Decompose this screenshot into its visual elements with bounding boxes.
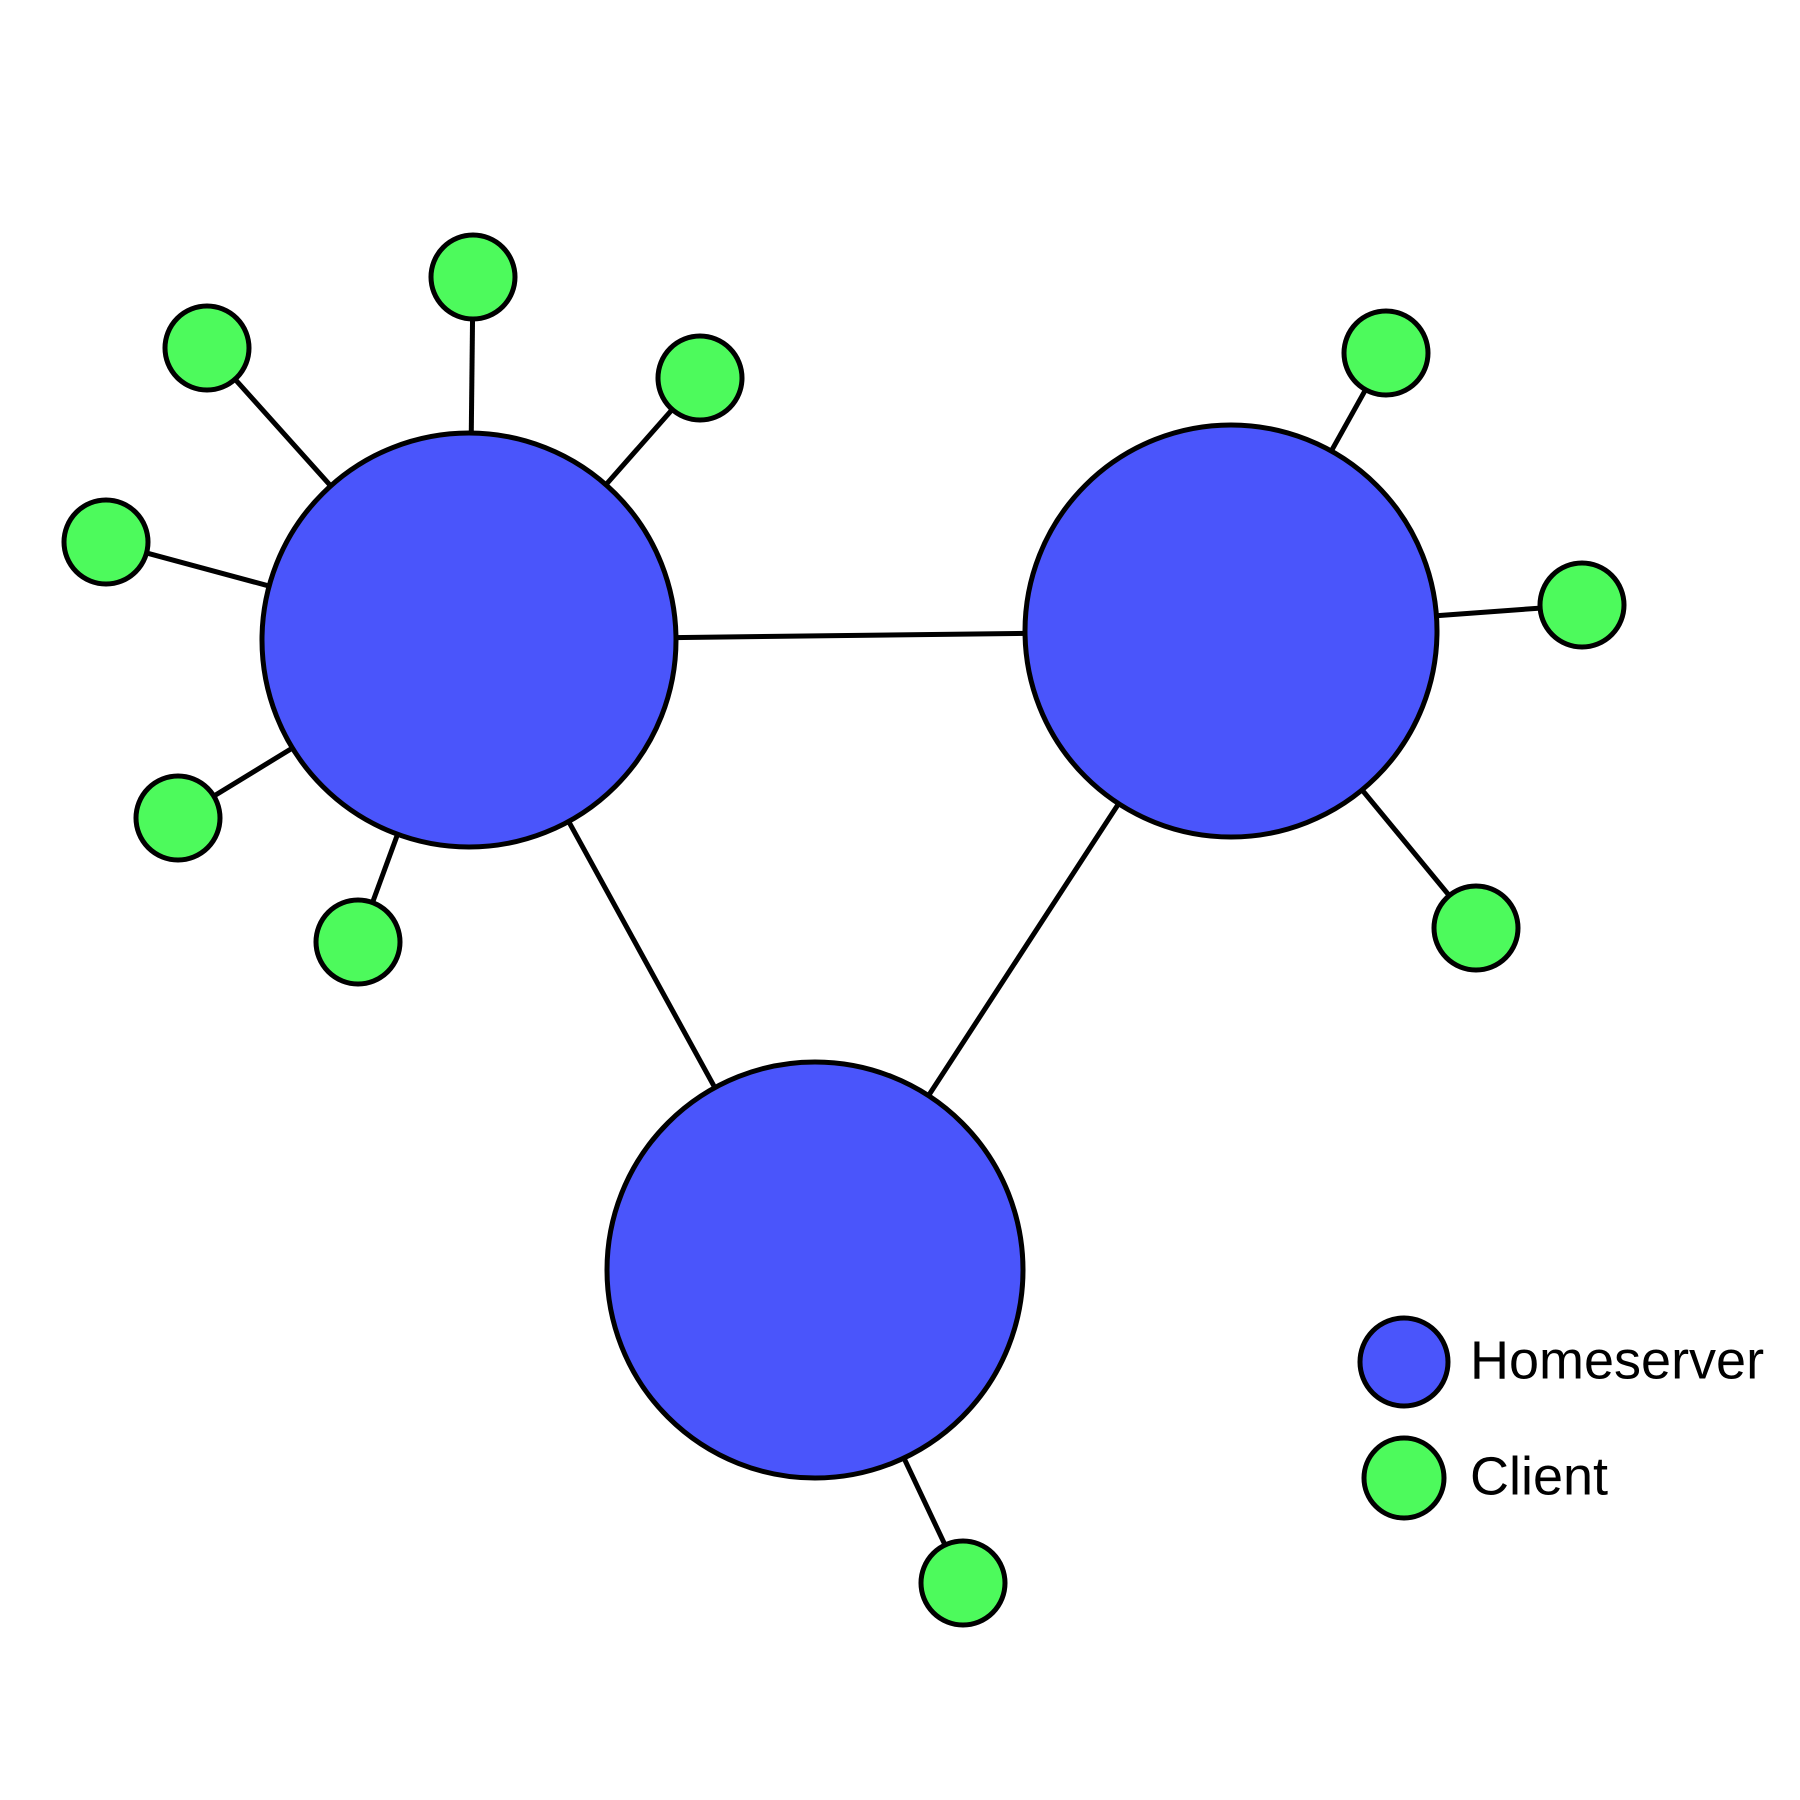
- edge-hs1-c6: [369, 831, 401, 906]
- node-client-c2[interactable]: [162, 303, 252, 393]
- node-client-c8[interactable]: [1537, 560, 1627, 650]
- edge-hs2-c9: [1358, 786, 1453, 899]
- node-client-c6[interactable]: [313, 897, 403, 987]
- node-client-c7[interactable]: [1341, 308, 1431, 398]
- edge-hs2-c8: [1434, 605, 1543, 619]
- edge-hs2-c7: [1328, 386, 1369, 455]
- legend-label-client: Client: [1470, 1446, 1608, 1506]
- node-client-c10[interactable]: [918, 1538, 1008, 1628]
- node-homeserver-hs1[interactable]: [259, 430, 679, 850]
- node-client-c4[interactable]: [61, 497, 151, 587]
- edge-hs1-hs2: [673, 630, 1028, 641]
- legend-item-homeserver: Homeserver: [1357, 1315, 1764, 1409]
- legend-label-homeserver: Homeserver: [1470, 1330, 1764, 1390]
- edge-hs1-c4: [143, 550, 272, 589]
- node-client-c1[interactable]: [428, 232, 518, 322]
- edges-layer: [143, 316, 1543, 1548]
- edge-hs1-c1: [468, 316, 476, 436]
- edge-hs1-c2: [231, 376, 334, 490]
- node-client-c5[interactable]: [133, 773, 223, 863]
- legend-swatch-client-icon: [1361, 1435, 1447, 1521]
- node-homeserver-hs3[interactable]: [604, 1059, 1026, 1481]
- edge-hs3-c10: [900, 1455, 949, 1548]
- nodes-layer: [61, 232, 1627, 1628]
- edge-hs1-c5: [210, 744, 296, 800]
- node-client-c3[interactable]: [655, 333, 745, 423]
- node-homeserver-hs2[interactable]: [1022, 422, 1440, 840]
- edge-hs2-hs3: [925, 800, 1122, 1099]
- legend-item-client: Client: [1361, 1435, 1608, 1521]
- edge-hs1-c3: [602, 406, 676, 488]
- node-client-c9[interactable]: [1431, 883, 1521, 973]
- edge-hs1-hs3: [565, 818, 719, 1091]
- legend-swatch-homeserver-icon: [1357, 1315, 1451, 1409]
